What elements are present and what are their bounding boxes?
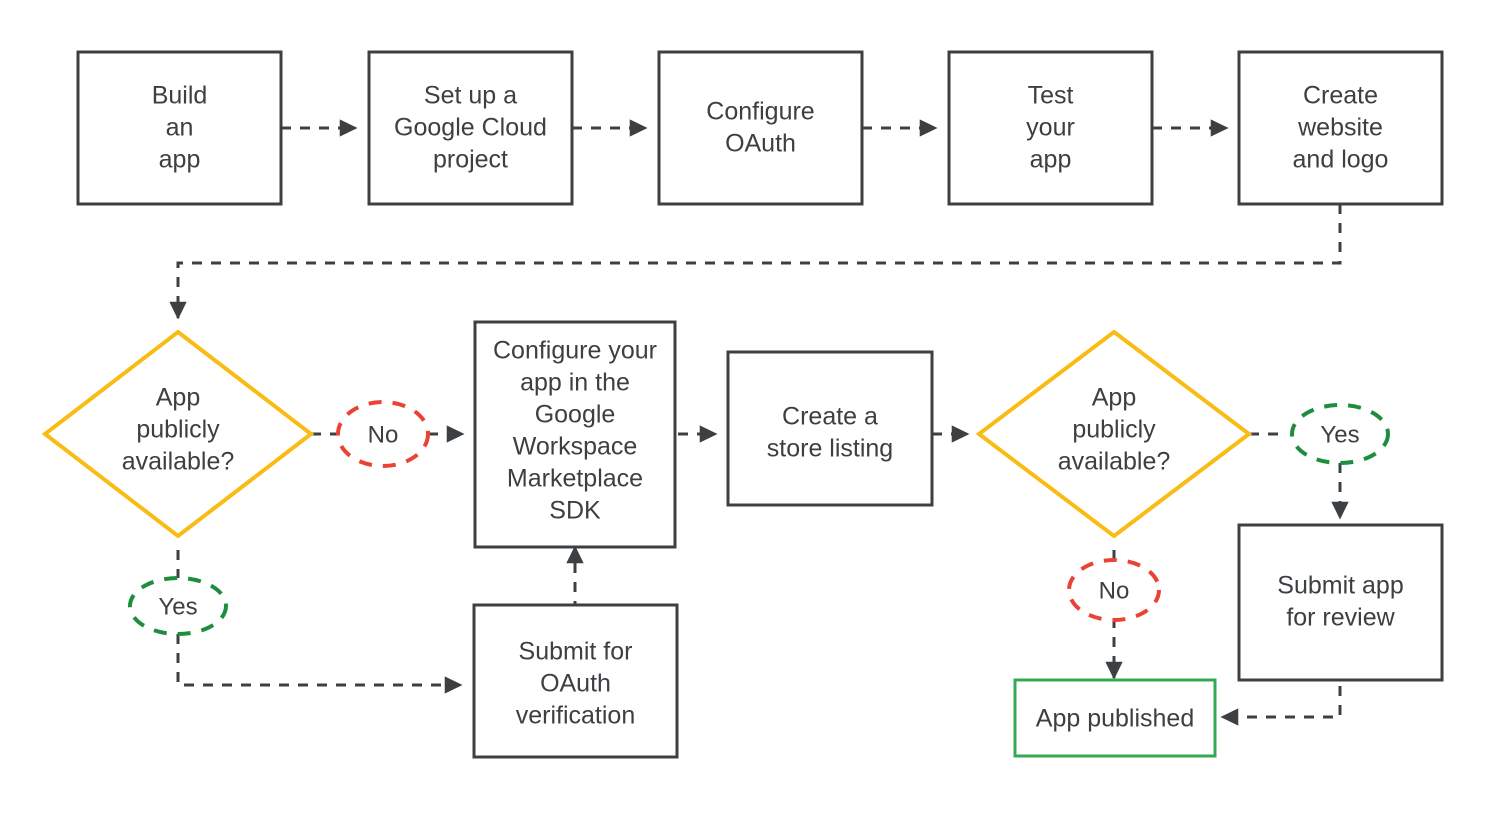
node-store-listing-line-1: store listing [767, 435, 893, 463]
node-submit-review-line-1: for review [1286, 604, 1395, 632]
node-configure-sdk-line-1: app in the [520, 369, 630, 397]
node-gcp-project[interactable]: Set up a Google Cloud project [367, 50, 574, 206]
edge-yes-to-oauth-verification [176, 634, 463, 694]
node-test-app[interactable]: Test your app [947, 50, 1154, 206]
node-configure-sdk-line-0: Configure your [493, 337, 657, 365]
node-test-app-box[interactable] [947, 50, 1154, 206]
node-decision-one-line-0: App [156, 384, 200, 412]
edge-label-decision-one-no-text: No [368, 421, 399, 448]
node-decision-two[interactable]: App publicly available? [975, 329, 1253, 539]
node-configure-sdk-line-5: SDK [549, 497, 601, 525]
node-oauth-verification-line-1: OAuth [540, 670, 611, 698]
node-configure-oauth[interactable]: Configure OAuth [657, 50, 864, 206]
edge-label-decision-two-no: No [1067, 558, 1161, 622]
edge-label-decision-two-no-text: No [1099, 577, 1130, 604]
node-configure-oauth-box[interactable] [657, 50, 864, 206]
edge-label-decision-two-yes-text: Yes [1320, 421, 1359, 448]
node-store-listing-box[interactable] [726, 350, 934, 507]
edge-label-decision-one-yes-text: Yes [158, 593, 197, 620]
edges-layer [169, 119, 1349, 726]
node-submit-review-line-0: Submit app [1277, 572, 1403, 600]
node-website-logo-line-2: and logo [1293, 146, 1389, 174]
node-submit-review[interactable]: Submit app for review [1237, 523, 1444, 682]
node-website-logo-line-1: website [1297, 114, 1383, 142]
edge-label-decision-two-no-ellipse [1067, 558, 1161, 622]
node-app-published-box[interactable] [1013, 678, 1217, 758]
node-store-listing[interactable]: Create a store listing [726, 350, 934, 507]
node-app-published[interactable]: App published [1013, 678, 1217, 758]
node-gcp-project-box[interactable] [367, 50, 574, 206]
node-decision-one-diamond[interactable] [41, 329, 315, 539]
node-oauth-verification-box[interactable] [472, 603, 679, 759]
node-configure-sdk-line-4: Marketplace [507, 465, 643, 493]
node-website-logo-line-0: Create [1303, 82, 1378, 110]
node-gcp-project-line-1: Google Cloud [394, 114, 547, 142]
edge-label-decision-one-yes: Yes [128, 576, 228, 636]
node-website-logo-box[interactable] [1237, 50, 1444, 206]
node-decision-two-diamond[interactable] [975, 329, 1253, 539]
node-configure-sdk-line-2: Google [535, 401, 616, 429]
node-decision-two-line-1: publicly [1072, 416, 1156, 444]
node-build-app-line-2: app [159, 146, 201, 174]
node-test-app-line-2: app [1030, 146, 1072, 174]
node-gcp-project-line-2: project [433, 146, 508, 174]
node-decision-two-line-2: available? [1058, 448, 1171, 476]
node-build-app-line-0: Build [152, 82, 208, 110]
edge-label-decision-one-no: No [336, 400, 430, 468]
node-submit-review-box[interactable] [1237, 523, 1444, 682]
edge-submit-review-to-app-published [1220, 686, 1342, 726]
node-oauth-verification-line-2: verification [516, 702, 636, 730]
node-configure-oauth-line-1: OAuth [725, 130, 796, 158]
edge-label-decision-two-yes-ellipse [1290, 403, 1390, 465]
node-build-app-box[interactable] [76, 50, 283, 206]
node-test-app-line-0: Test [1028, 82, 1074, 110]
node-configure-oauth-line-0: Configure [706, 98, 814, 126]
node-decision-one[interactable]: App publicly available? [41, 329, 315, 539]
node-configure-sdk[interactable]: Configure your app in the Google Workspa… [473, 320, 677, 549]
node-test-app-line-1: your [1026, 114, 1075, 142]
node-build-app[interactable]: Build an app [76, 50, 283, 206]
node-app-published-line-0: App published [1036, 705, 1194, 733]
node-gcp-project-line-0: Set up a [424, 82, 517, 110]
node-decision-two-line-0: App [1092, 384, 1136, 412]
node-configure-sdk-line-3: Workspace [513, 433, 638, 461]
edge-website-to-decision-one [169, 204, 1342, 320]
node-decision-one-line-1: publicly [136, 416, 220, 444]
node-store-listing-line-0: Create a [782, 403, 878, 431]
node-website-logo[interactable]: Create website and logo [1237, 50, 1444, 206]
edge-label-decision-two-yes: Yes [1290, 403, 1390, 465]
node-configure-sdk-box[interactable] [473, 320, 677, 549]
node-build-app-line-1: an [166, 114, 194, 142]
node-oauth-verification[interactable]: Submit for OAuth verification [472, 603, 679, 759]
node-decision-one-line-2: available? [122, 448, 235, 476]
edge-label-decision-one-no-ellipse [336, 400, 430, 468]
node-oauth-verification-line-0: Submit for [519, 638, 633, 666]
edge-label-decision-one-yes-ellipse [128, 576, 228, 636]
